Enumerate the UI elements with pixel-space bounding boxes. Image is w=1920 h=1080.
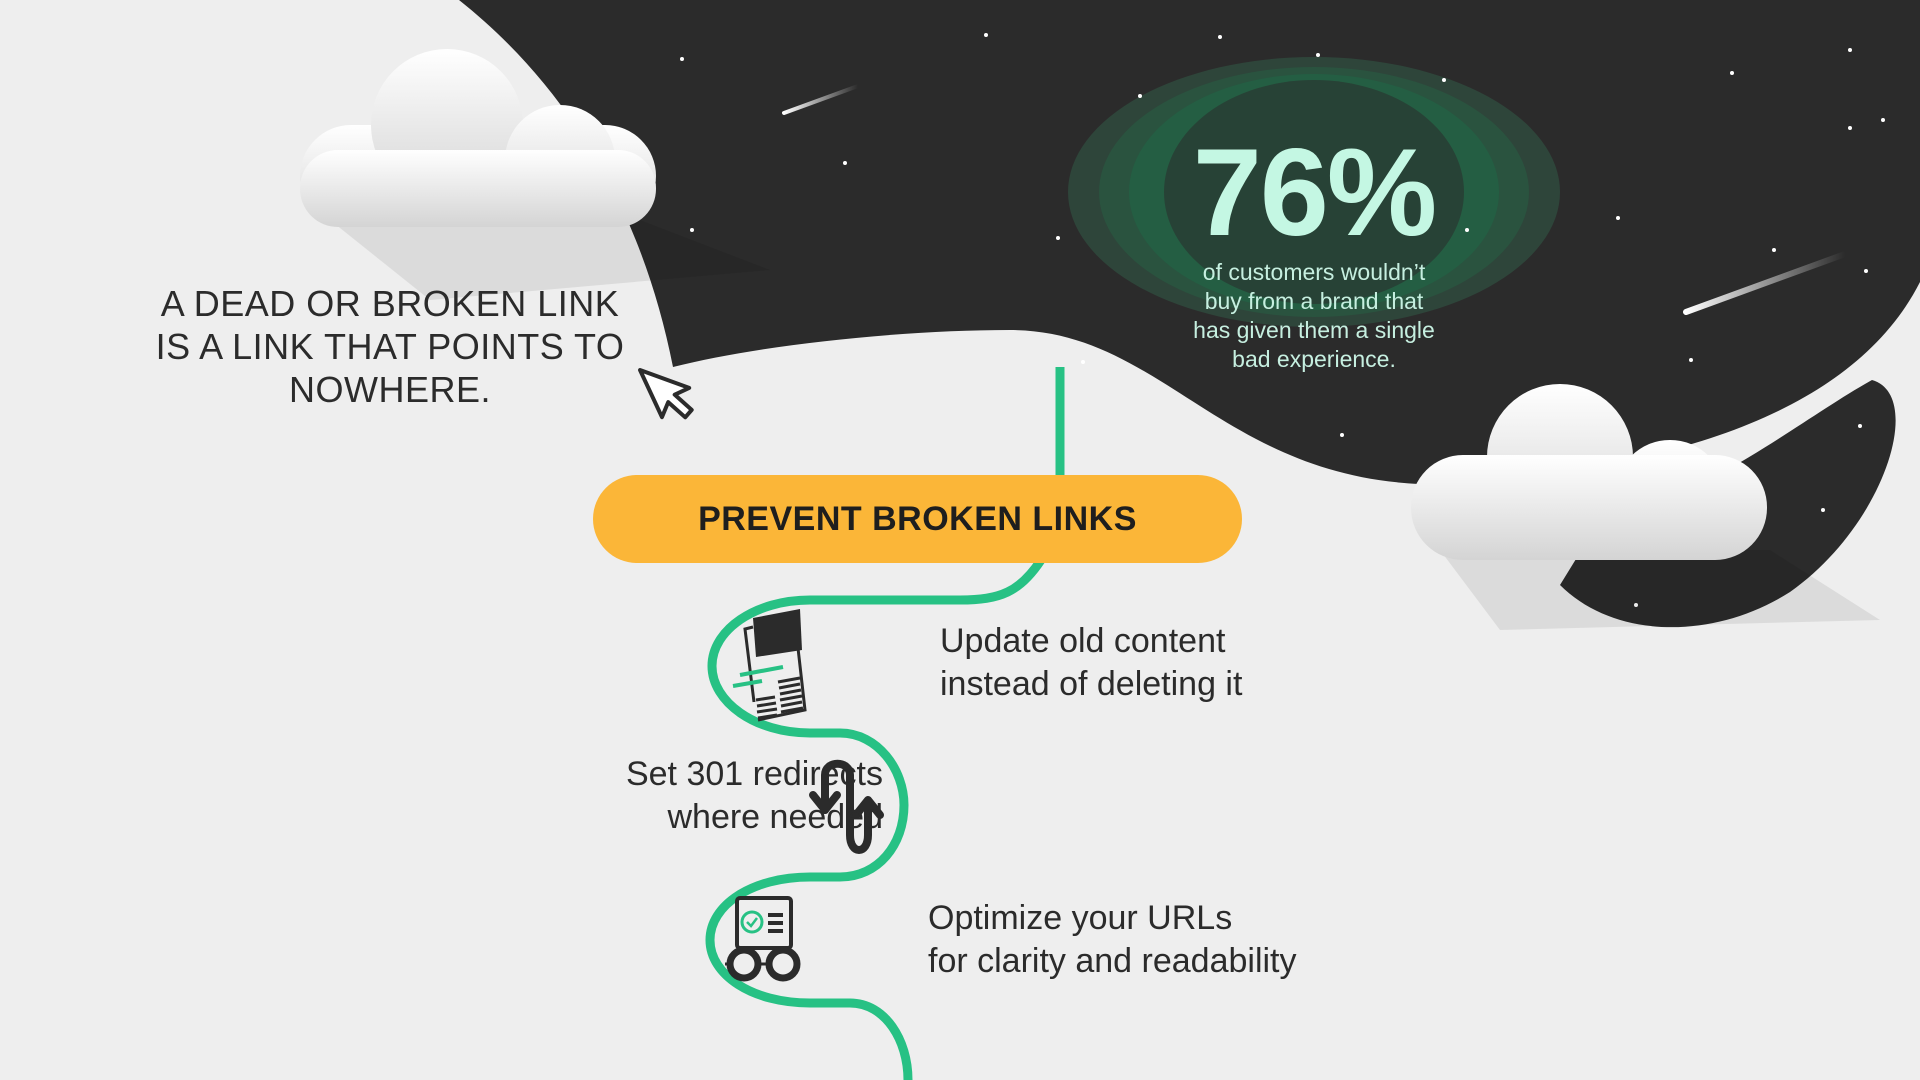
banner-label: PREVENT BROKEN LINKS <box>698 499 1137 538</box>
glow-rings <box>1068 57 1560 327</box>
intro-line: IS A LINK THAT POINTS TO <box>155 326 625 367</box>
cursor-icon <box>638 368 694 420</box>
stat-caption: of customers wouldn’t buy from a brand t… <box>1114 258 1514 374</box>
step-line: for clarity and readability <box>928 942 1297 980</box>
cloud-right <box>1411 384 1767 560</box>
prevent-broken-links-banner: PREVENT BROKEN LINKS <box>593 475 1242 563</box>
intro-text: A DEAD OR BROKEN LINK IS A LINK THAT POI… <box>140 282 640 411</box>
stat-caption-line: buy from a brand that <box>1204 288 1424 314</box>
stat-caption-line: bad experience. <box>1232 346 1396 372</box>
winding-path <box>705 557 1045 1080</box>
step-line: Set 301 redirects <box>625 755 883 793</box>
step-update-content: Update old content instead of deleting i… <box>940 620 1242 706</box>
intro-line: NOWHERE. <box>289 369 491 410</box>
glasses-document-icon <box>725 896 801 982</box>
meteor <box>1683 251 1848 315</box>
stars <box>680 33 1885 607</box>
step-line: instead of deleting it <box>940 665 1243 703</box>
cloud-left <box>300 49 656 227</box>
step-line: Optimize your URLs <box>928 899 1233 937</box>
step-optimize-urls: Optimize your URLs for clarity and reada… <box>928 897 1297 983</box>
step-line: where needed <box>667 798 883 836</box>
redirect-arrows-icon <box>809 759 884 854</box>
step-301-redirects: Set 301 redirects where needed <box>500 753 883 839</box>
stat-caption-line: of customers wouldn’t <box>1202 259 1426 285</box>
meteor <box>782 84 860 115</box>
newspaper-icon <box>732 609 807 722</box>
step-line: Update old content <box>940 622 1226 660</box>
stat-value: 76% <box>1192 124 1437 262</box>
stat-caption-line: has given them a single <box>1193 317 1435 343</box>
intro-line: A DEAD OR BROKEN LINK <box>160 283 620 324</box>
